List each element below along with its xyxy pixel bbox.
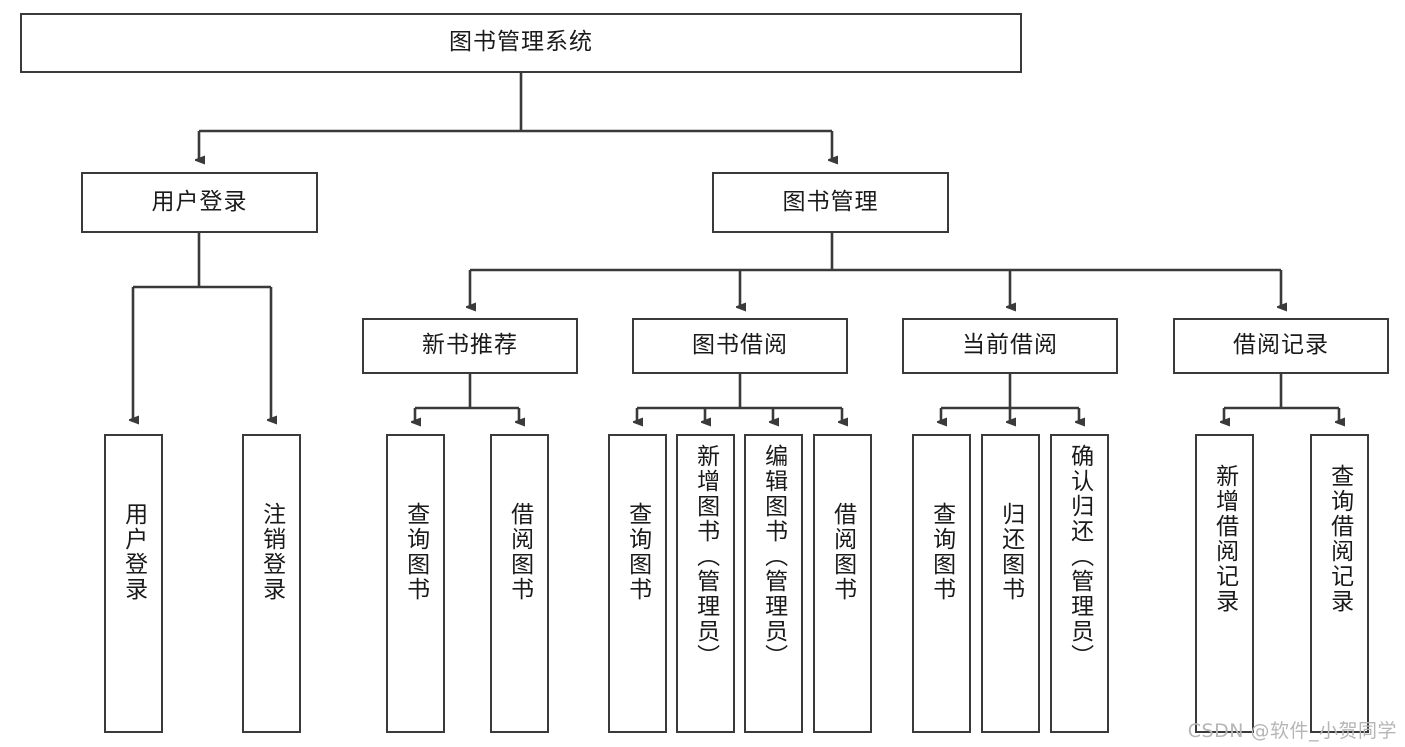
node-root[interactable]: 图书管理系统 — [20, 13, 1022, 73]
node-new-book-recommend-label: 新书推荐 — [422, 332, 518, 359]
leaf-bb-add-book-label: 新增图书（管理员） — [692, 444, 719, 669]
leaf-bb-edit-book-label: 编辑图书（管理员） — [760, 444, 787, 669]
leaf-nb-query-book[interactable]: 查询图书 — [386, 434, 445, 733]
leaf-nb-borrow-book[interactable]: 借阅图书 — [490, 434, 549, 733]
node-user-login[interactable]: 用户登录 — [81, 172, 318, 233]
leaf-bb-borrow-book-label: 借阅图书 — [829, 502, 856, 602]
leaf-br-query-record-label: 查询借阅记录 — [1326, 464, 1353, 614]
leaf-cb-return-book[interactable]: 归还图书 — [981, 434, 1040, 733]
leaf-logout-label: 注销登录 — [258, 502, 285, 602]
leaf-br-query-record[interactable]: 查询借阅记录 — [1310, 434, 1369, 733]
leaf-cb-confirm-return[interactable]: 确认归还（管理员） — [1050, 434, 1109, 733]
leaf-br-add-record-label: 新增借阅记录 — [1211, 464, 1238, 614]
leaf-nb-query-book-label: 查询图书 — [402, 502, 429, 602]
leaf-cb-query-book[interactable]: 查询图书 — [912, 434, 971, 733]
leaf-bb-query-book[interactable]: 查询图书 — [608, 434, 667, 733]
node-book-borrow-label: 图书借阅 — [692, 332, 788, 359]
node-book-manage-label: 图书管理 — [782, 188, 879, 215]
leaf-bb-add-book[interactable]: 新增图书（管理员） — [676, 434, 735, 733]
node-root-label: 图书管理系统 — [449, 29, 593, 56]
node-book-borrow[interactable]: 图书借阅 — [632, 318, 848, 374]
node-borrow-record[interactable]: 借阅记录 — [1173, 318, 1389, 374]
node-current-borrow-label: 当前借阅 — [962, 332, 1058, 359]
leaf-user-login[interactable]: 用户登录 — [104, 434, 163, 733]
leaf-bb-query-book-label: 查询图书 — [624, 502, 651, 602]
node-borrow-record-label: 借阅记录 — [1233, 332, 1329, 359]
leaf-cb-query-book-label: 查询图书 — [928, 502, 955, 602]
leaf-cb-return-book-label: 归还图书 — [997, 502, 1024, 602]
leaf-user-login-label: 用户登录 — [120, 502, 147, 602]
node-current-borrow[interactable]: 当前借阅 — [902, 318, 1118, 374]
node-book-manage[interactable]: 图书管理 — [712, 172, 949, 233]
leaf-logout[interactable]: 注销登录 — [242, 434, 301, 733]
node-user-login-label: 用户登录 — [151, 188, 248, 215]
leaf-br-add-record[interactable]: 新增借阅记录 — [1195, 434, 1254, 733]
leaf-bb-edit-book[interactable]: 编辑图书（管理员） — [744, 434, 803, 733]
node-new-book-recommend[interactable]: 新书推荐 — [362, 318, 578, 374]
leaf-bb-borrow-book[interactable]: 借阅图书 — [813, 434, 872, 733]
leaf-nb-borrow-book-label: 借阅图书 — [506, 502, 533, 602]
leaf-cb-confirm-return-label: 确认归还（管理员） — [1066, 444, 1093, 669]
csdn-watermark: CSDN @软件_小贺同学 — [1187, 720, 1397, 742]
